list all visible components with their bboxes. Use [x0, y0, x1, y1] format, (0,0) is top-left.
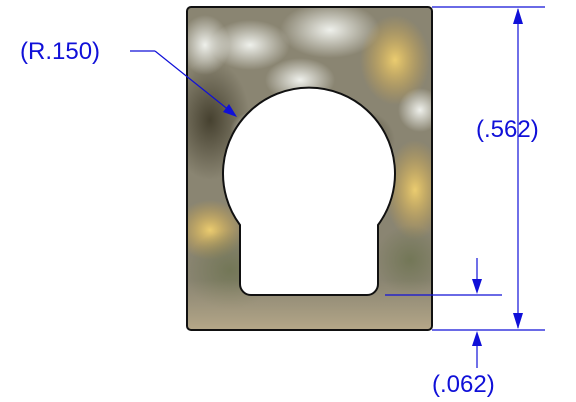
height-dimension [432, 6, 545, 331]
radius-dimension [130, 50, 236, 116]
gap-arrow-top [472, 279, 482, 294]
gap-dimension [385, 258, 502, 368]
gap-arrow-bottom [472, 331, 482, 346]
gap-label: (.062) [432, 371, 495, 398]
radius-arrowhead [223, 104, 237, 117]
radius-label: (R.150) [20, 38, 100, 65]
height-arrow-top [513, 8, 523, 24]
height-label: (.562) [476, 116, 539, 143]
height-arrow-bottom [513, 313, 523, 329]
radius-leader-diagonal [154, 50, 236, 116]
keyhole-cutout [222, 86, 396, 296]
plate-outline [186, 6, 433, 331]
